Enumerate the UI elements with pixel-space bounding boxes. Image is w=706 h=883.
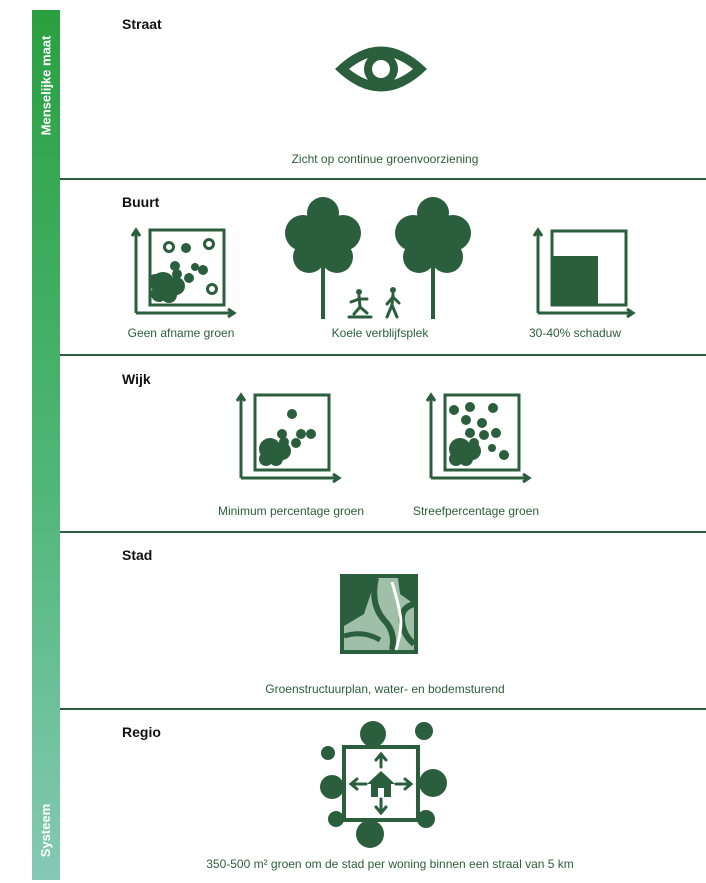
- section-title-stad: Stad: [122, 547, 153, 563]
- caption-buurt-3: 30-40% schaduw: [528, 326, 622, 340]
- caption-regio: 350-500 m² groen om de stad per woning b…: [206, 857, 574, 871]
- house-region-icon: [320, 721, 447, 848]
- map-icon: [340, 574, 418, 654]
- section-divider: [60, 531, 706, 533]
- section-title-regio: Regio: [122, 724, 161, 740]
- section-title-buurt: Buurt: [122, 194, 160, 210]
- section-divider: [60, 708, 706, 710]
- sidebar-label-system: Systeem: [38, 803, 54, 857]
- section-divider: [60, 354, 706, 356]
- shade-chart-icon: [532, 227, 636, 319]
- target-green-chart-icon: [425, 392, 532, 484]
- scale-sidebar: Menselijke maat Systeem: [32, 10, 60, 880]
- caption-straat: Zicht op continue groenvoorziening: [291, 152, 479, 166]
- sidebar-label-human-scale: Menselijke maat: [38, 35, 54, 135]
- caption-stad: Groenstructuurplan, water- en bodemsture…: [265, 682, 505, 696]
- section-divider: [60, 178, 706, 180]
- section-title-straat: Straat: [122, 16, 162, 32]
- section-title-wijk: Wijk: [122, 371, 151, 387]
- caption-wijk-1: Minimum percentage groen: [217, 504, 365, 518]
- caption-buurt-1: Geen afname groen: [127, 326, 235, 340]
- green-scatter-chart-icon: [130, 227, 237, 319]
- minimum-green-chart-icon: [235, 392, 342, 484]
- caption-wijk-2: Streefpercentage groen: [412, 504, 540, 518]
- caption-buurt-2: Koele verblijfsplek: [331, 326, 429, 340]
- eye-icon: [335, 46, 427, 92]
- trees-people-icon: [285, 197, 471, 319]
